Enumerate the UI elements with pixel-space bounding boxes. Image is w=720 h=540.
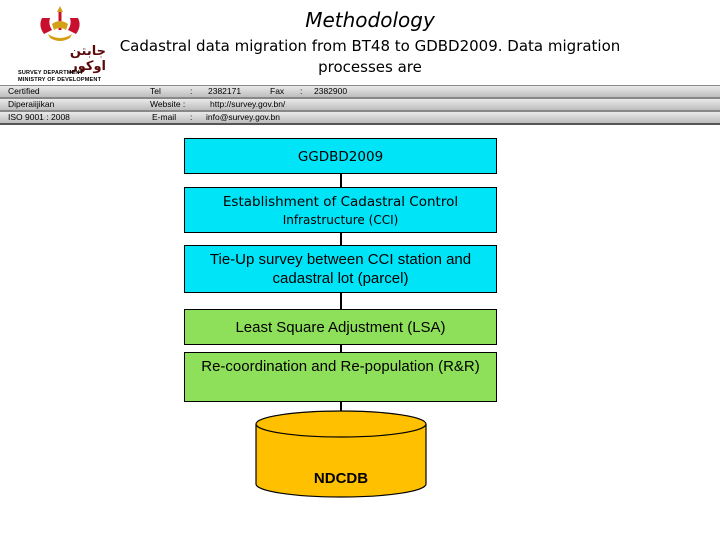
step-cci-line1: Establishment of Cadastral Control bbox=[222, 194, 459, 210]
diperakui-label: Diperaiijikan bbox=[8, 99, 55, 109]
ministry-name: MINISTRY OF DEVELOPMENT bbox=[18, 77, 102, 83]
cert-bar-certified: Certified Tel : 2382171 Fax : 2382900 bbox=[0, 85, 720, 98]
page-subtitle: Cadastral data migration from BT48 to GD… bbox=[119, 37, 621, 76]
fax-label: Fax bbox=[270, 86, 285, 96]
certified-label: Certified bbox=[8, 86, 40, 96]
step-cci-line2: Infrastructure (CCI) bbox=[282, 213, 399, 227]
connector-line bbox=[340, 293, 342, 309]
logo-jawi-text: جابتن اوكور bbox=[69, 44, 106, 74]
fax-separator: : bbox=[300, 86, 303, 96]
brunei-crest-icon bbox=[40, 6, 80, 41]
email-label: E-mail bbox=[152, 112, 177, 122]
page-title: Methodology bbox=[305, 8, 435, 32]
website-link[interactable]: http://survey.gov.bn/ bbox=[210, 99, 286, 109]
database-label: NDCDB bbox=[313, 470, 369, 487]
step-lsa: Least Square Adjustment (LSA) bbox=[184, 309, 497, 345]
database-cylinder-icon bbox=[255, 410, 427, 498]
website-label: Website : bbox=[150, 99, 186, 109]
iso-label: ISO 9001 : 2008 bbox=[8, 112, 70, 122]
tel-separator: : bbox=[190, 86, 193, 96]
connector-line bbox=[340, 233, 342, 245]
connector-line bbox=[340, 345, 342, 352]
step-cci-establishment: Establishment of Cadastral Control Infra… bbox=[184, 187, 497, 233]
step-recoordination: Re-coordination and Re-population (R&R) bbox=[184, 352, 497, 402]
step-tie-up-survey: Tie-Up survey between CCI station and ca… bbox=[184, 245, 497, 293]
connector-line bbox=[340, 402, 342, 414]
cert-bar-diperakui: Diperaiijikan Website : http://survey.go… bbox=[0, 98, 720, 111]
fax-value: 2382900 bbox=[314, 86, 348, 96]
connector-line bbox=[340, 174, 342, 187]
cert-bar-iso: ISO 9001 : 2008 E-mail : info@survey.gov… bbox=[0, 111, 720, 125]
tel-value: 2382171 bbox=[208, 86, 242, 96]
department-name: SURVEY DEPARTMENT bbox=[18, 70, 84, 76]
email-separator: : bbox=[190, 112, 193, 122]
survey-department-logo: جابتن اوكور SURVEY DEPARTMENT MINISTRY O… bbox=[14, 4, 106, 83]
tel-label: Tel bbox=[150, 86, 161, 96]
email-link[interactable]: info@survey.gov.bn bbox=[206, 112, 280, 122]
step-ggdbd2009: GGDBD2009 bbox=[184, 138, 497, 174]
